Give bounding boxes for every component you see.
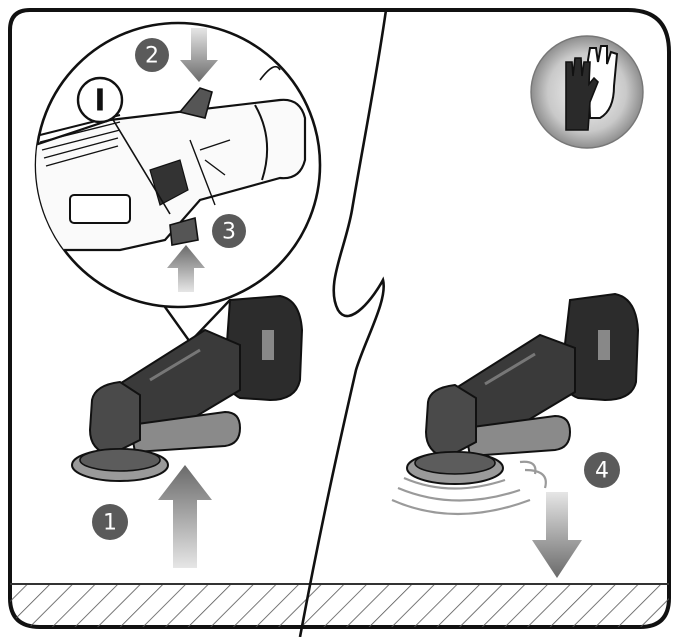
switch-on-symbol: I	[94, 84, 105, 119]
angle-grinder-left	[71, 294, 304, 482]
angle-grinder-right	[406, 292, 640, 485]
panel-divider	[298, 9, 388, 637]
zoom-callout: I	[34, 21, 322, 344]
step-3-badge: 3	[212, 214, 246, 248]
step-4-badge: 4	[584, 452, 620, 488]
step-1-badge: 1	[92, 504, 128, 540]
protective-gloves-icon	[530, 35, 644, 149]
switch-on-indicator	[76, 76, 124, 124]
lock-off-lever	[178, 87, 213, 119]
step-3-arrow	[167, 245, 205, 292]
spinning-motion-lines	[391, 460, 547, 516]
step-2-badge: 2	[135, 38, 169, 72]
step-4-arrow	[532, 492, 582, 578]
step-4-label: 4	[595, 459, 609, 484]
trigger	[169, 216, 199, 246]
step-1-label: 1	[103, 511, 117, 536]
step-2-label: 2	[145, 44, 159, 69]
floor-hatch	[10, 584, 669, 627]
step-2-arrow	[180, 28, 218, 82]
step-1-arrow	[158, 465, 212, 568]
step-3-label: 3	[222, 220, 236, 245]
